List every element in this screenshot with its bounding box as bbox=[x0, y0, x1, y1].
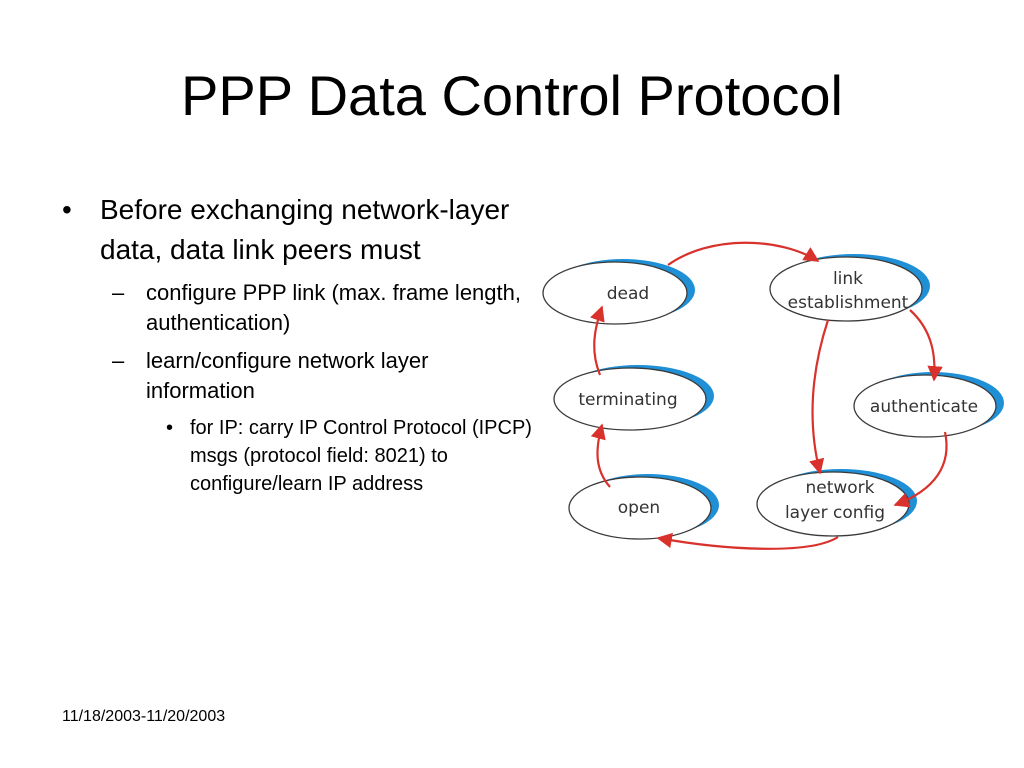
bullet-sub-configure: – configure PPP link (max. frame length,… bbox=[62, 278, 532, 338]
state-open-label: open bbox=[618, 498, 660, 518]
arrow-link-to-authenticate bbox=[909, 309, 943, 382]
footer-date: 11/18/2003-11/20/2003 bbox=[62, 708, 226, 725]
state-authenticate-label: authenticate bbox=[870, 397, 978, 417]
bullet-sub-learn: – learn/configure network layer informat… bbox=[62, 346, 532, 406]
state-authenticate: authenticate bbox=[853, 372, 1004, 438]
bullet-marker: • bbox=[62, 194, 72, 225]
arrow-terminating-to-dead bbox=[590, 305, 605, 376]
bullet-subsub-ip: • for IP: carry IP Control Protocol (IPC… bbox=[62, 414, 532, 498]
state-network-label-line1: network bbox=[805, 478, 874, 498]
state-network-layer-config: network layer config bbox=[756, 469, 917, 537]
arrow-dead-to-link bbox=[667, 241, 820, 266]
state-link-establishment: link establishment bbox=[769, 254, 930, 322]
dash-marker: – bbox=[112, 280, 125, 305]
state-network-label-line2: layer config bbox=[785, 503, 885, 523]
ppp-state-diagram: dead link establishment terminating auth… bbox=[542, 241, 1004, 550]
bullet-sub-configure-text: configure PPP link (max. frame length, a… bbox=[146, 280, 521, 335]
state-open: open bbox=[568, 474, 719, 540]
arrow-open-to-terminating bbox=[590, 423, 611, 488]
bullet-subsub-ip-text: for IP: carry IP Control Protocol (IPCP)… bbox=[190, 417, 532, 495]
bullet-main-text: Before exchanging network-layer data, da… bbox=[100, 194, 510, 265]
arrow-link-to-network bbox=[809, 319, 830, 475]
state-dead: dead bbox=[542, 259, 695, 325]
arrow-network-to-open bbox=[656, 532, 839, 550]
dash-marker: – bbox=[112, 348, 125, 373]
state-terminating: terminating bbox=[553, 365, 714, 431]
bullet-sub-learn-text: learn/configure network layer informatio… bbox=[146, 348, 429, 403]
state-link-label-line2: establishment bbox=[788, 293, 909, 313]
state-link-label-line1: link bbox=[833, 269, 863, 289]
arrow-authenticate-to-network bbox=[893, 431, 948, 508]
state-dead-label: dead bbox=[607, 284, 649, 304]
state-terminating-label: terminating bbox=[578, 390, 677, 410]
bullet-list: • Before exchanging network-layer data, … bbox=[62, 190, 532, 498]
slide-title: PPP Data Control Protocol bbox=[181, 64, 843, 127]
bullet-main: • Before exchanging network-layer data, … bbox=[62, 190, 532, 270]
bullet-marker: • bbox=[166, 417, 174, 439]
